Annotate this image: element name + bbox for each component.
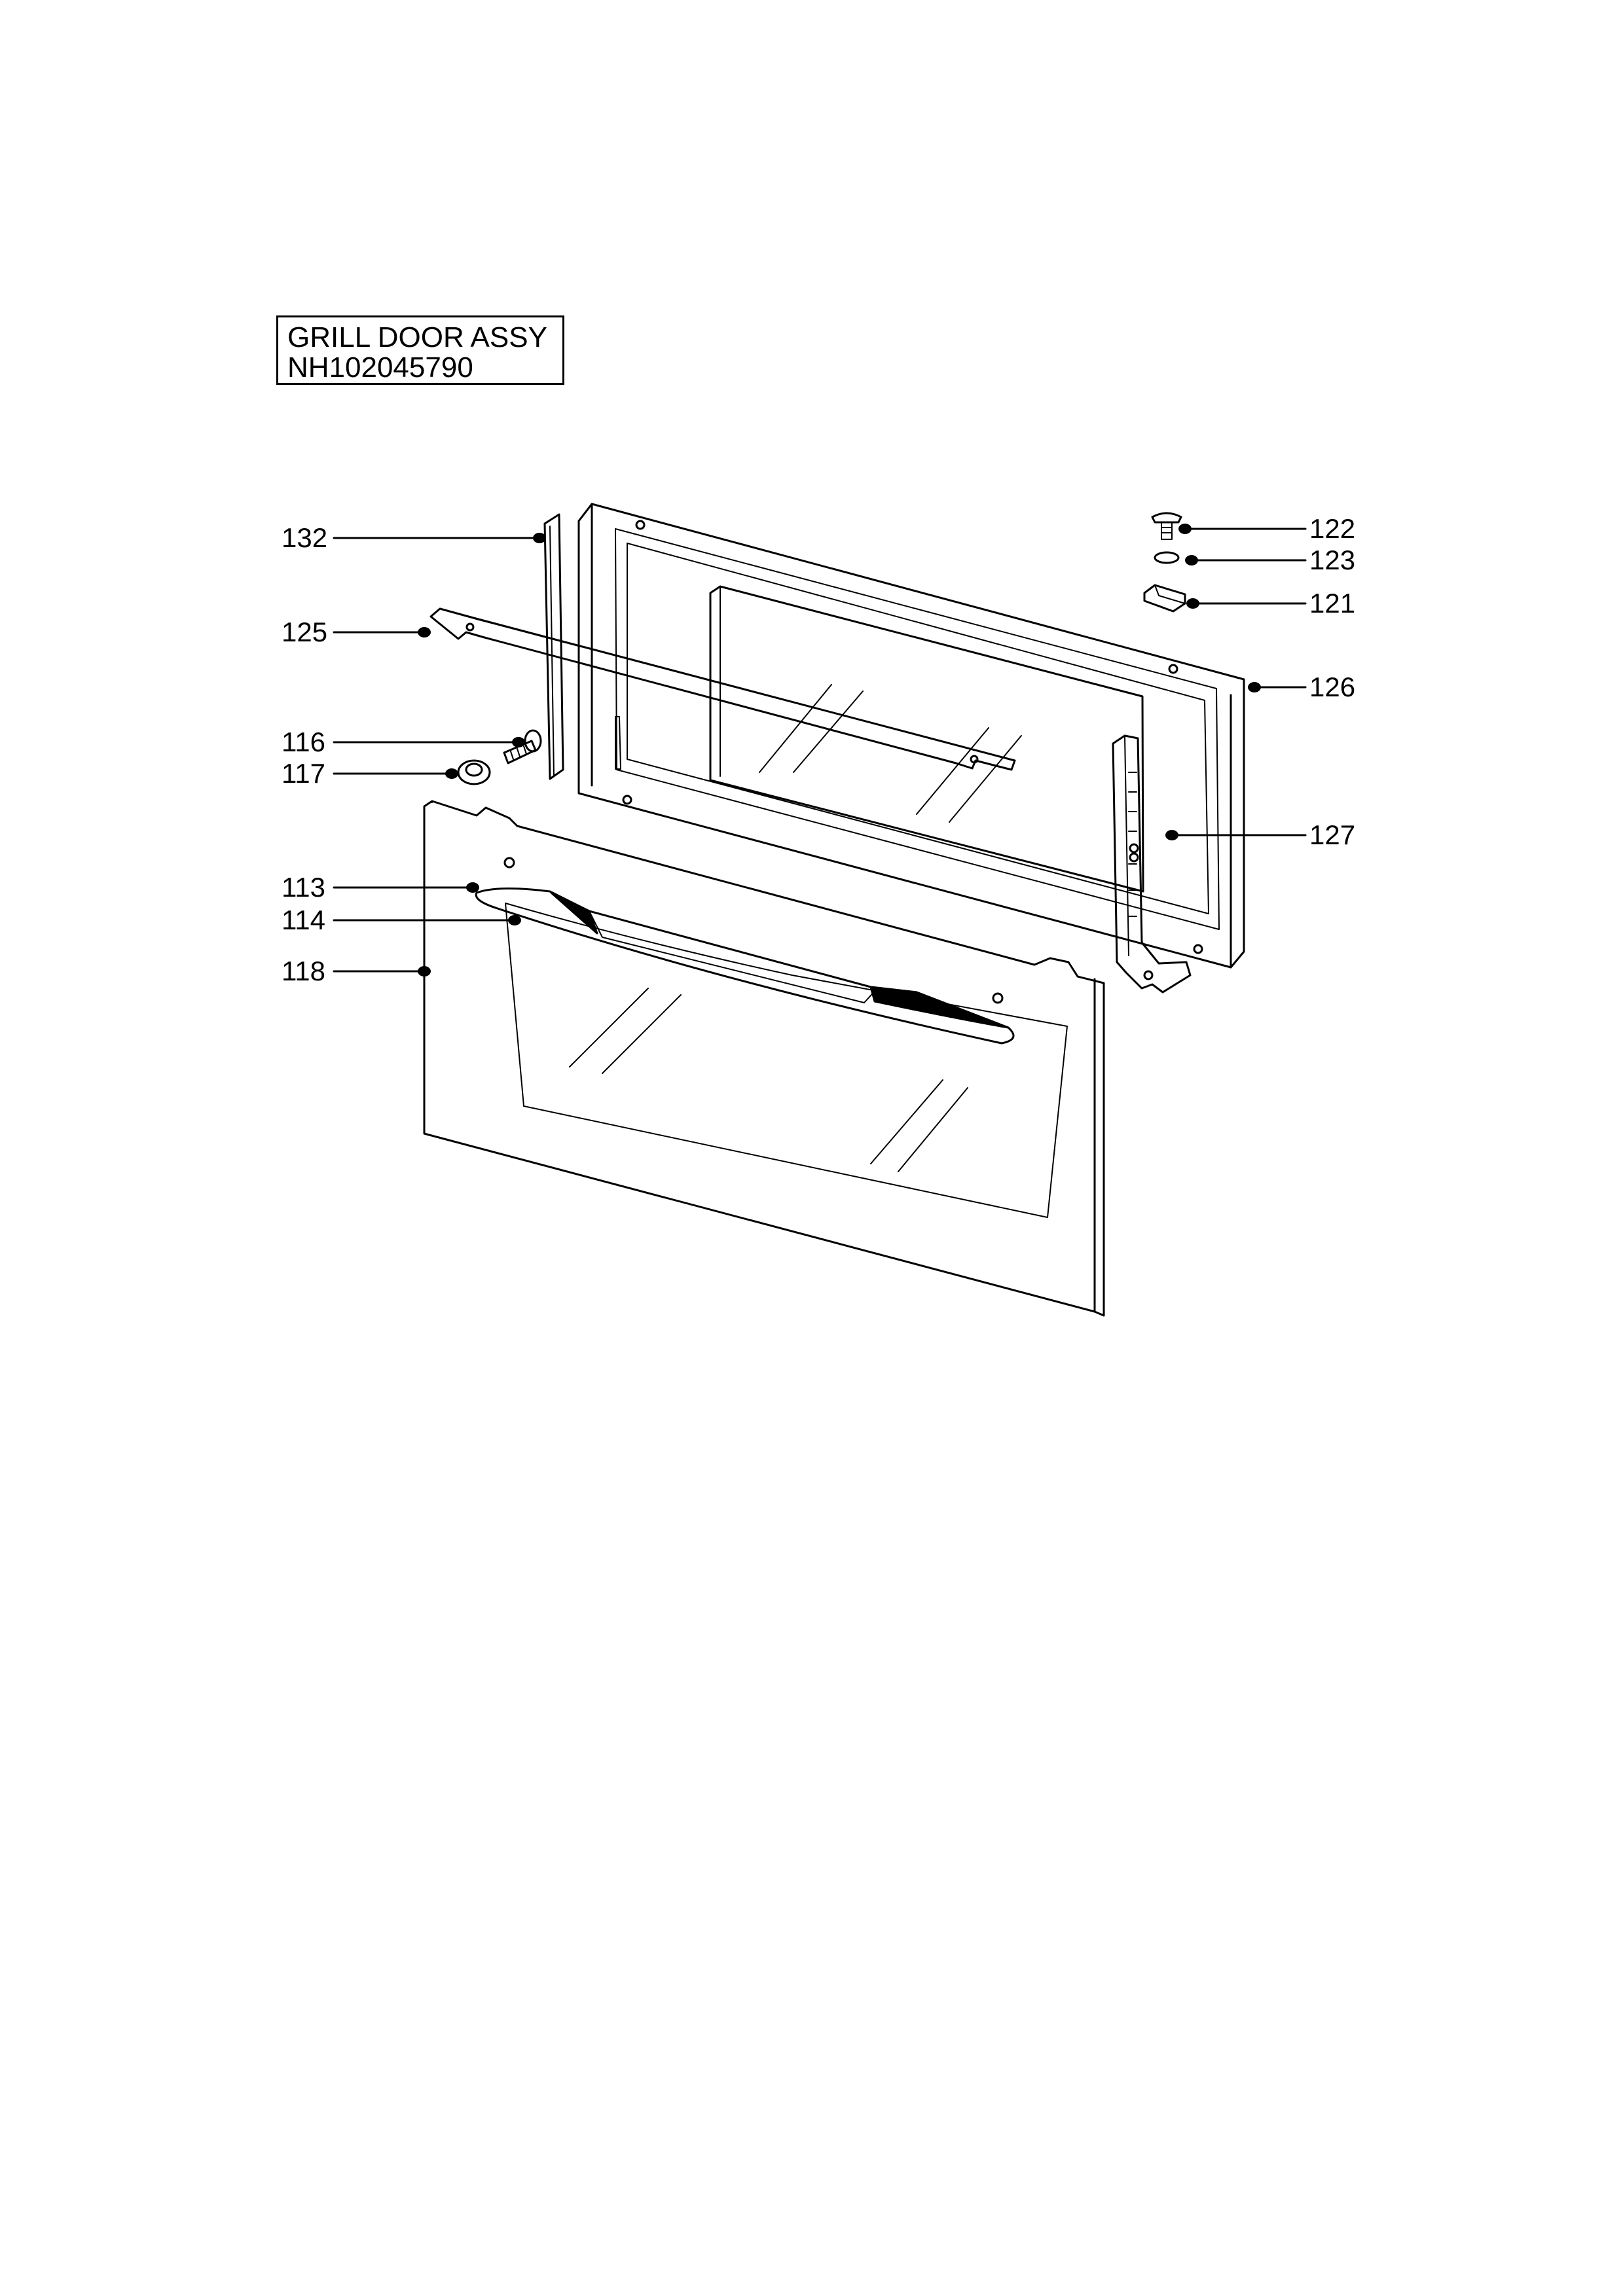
callout-121: 121 [1309, 588, 1355, 619]
assembly-name: GRILL DOOR ASSY [287, 321, 547, 353]
leader-lines [333, 528, 1307, 973]
callout-114: 114 [282, 905, 325, 935]
callout-113: 113 [282, 872, 325, 903]
callout-118: 118 [282, 956, 325, 986]
title-box: GRILL DOOR ASSY NH102045790 [276, 315, 564, 385]
side-strip [543, 513, 564, 780]
callout-117: 117 [282, 758, 325, 789]
callout-116: 116 [282, 726, 325, 757]
callout-labels: 132 125 116 117 113 114 118 122 123 121 … [282, 513, 1355, 986]
callout-dots [418, 524, 1261, 977]
callout-125: 125 [282, 617, 327, 647]
callout-132: 132 [282, 522, 327, 553]
callout-126: 126 [1309, 672, 1355, 702]
part-number: NH102045790 [287, 351, 473, 384]
door-handle [475, 887, 1015, 1045]
inner-door-frame [577, 503, 1245, 969]
callout-127: 127 [1309, 819, 1355, 850]
callout-122: 122 [1309, 513, 1355, 544]
door-hinge [1112, 734, 1192, 994]
support-bar [429, 607, 1016, 771]
callout-123: 123 [1309, 545, 1355, 575]
outer-door-panel [423, 800, 1105, 1317]
small-fixing-parts [1143, 512, 1186, 613]
screw-and-bush [457, 729, 542, 785]
